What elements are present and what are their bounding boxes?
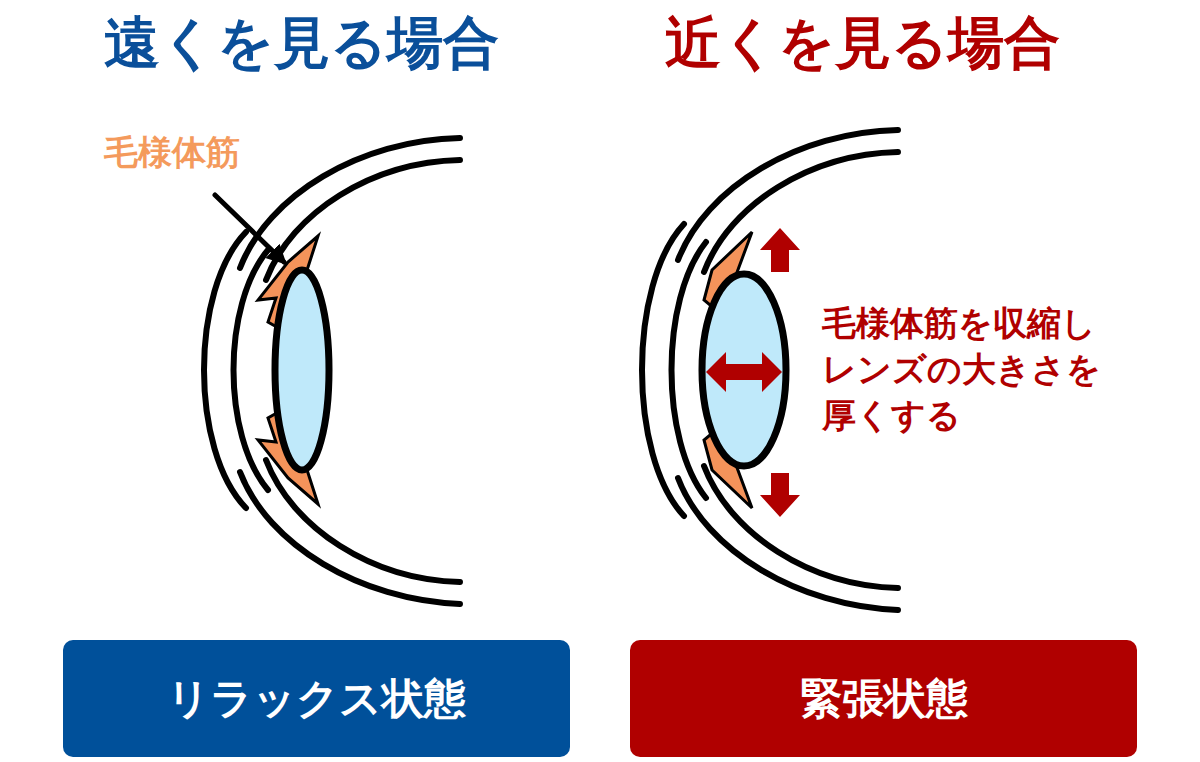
state-box: リラックス状態	[63, 640, 570, 757]
state-label: 緊張状態	[800, 671, 968, 727]
state-box: 緊張状態	[630, 640, 1137, 757]
panel-heading: 遠くを見る場合	[104, 6, 499, 82]
panel-heading: 近くを見る場合	[665, 6, 1060, 82]
lens	[275, 270, 329, 470]
motion-arrows	[706, 228, 800, 517]
lens	[702, 274, 786, 466]
leader-arrow	[215, 195, 284, 262]
note: 毛様体筋を収縮し レンズの大きさを 厚くする	[822, 300, 1122, 438]
state-label: リラックス状態	[167, 671, 466, 727]
eye-far	[204, 138, 460, 604]
part-name: 毛様体筋	[104, 130, 240, 176]
